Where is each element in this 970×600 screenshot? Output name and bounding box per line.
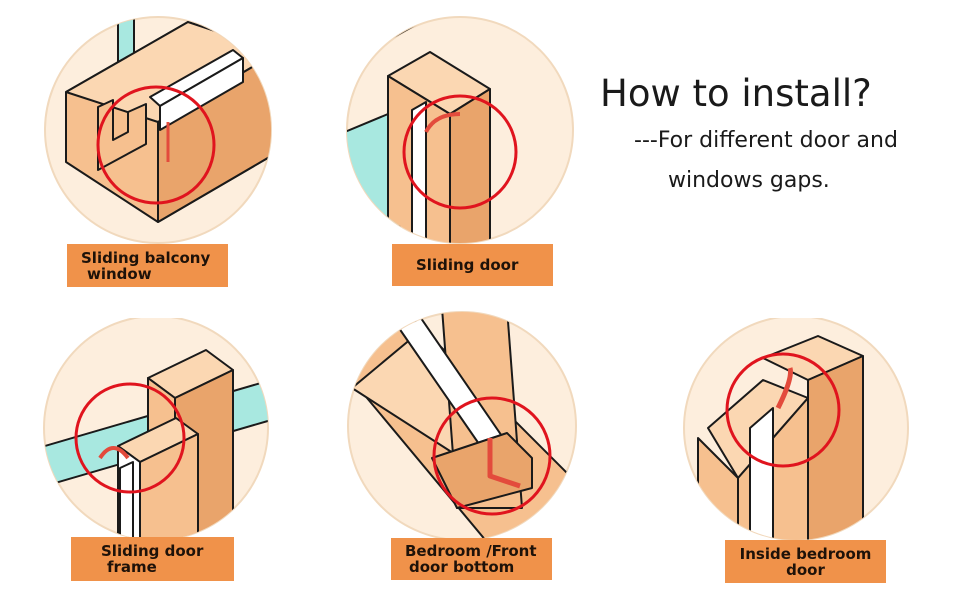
sliding-balcony-window-illustration [44, 16, 272, 244]
label-sliding-door: Sliding door [392, 244, 553, 286]
highlight-circle [432, 396, 552, 516]
label-sliding-door-frame: Sliding door frame [71, 537, 234, 581]
label-line-1: Sliding balcony [81, 248, 211, 267]
label-line-1: Sliding door [416, 256, 519, 274]
highlight-circle [725, 352, 841, 468]
label-line-1: Bedroom /Front [405, 542, 537, 560]
bedroom-front-door-bottom-illustration [347, 311, 577, 541]
panel-sliding-door-frame [38, 318, 278, 548]
subtitle-line-1: ---For different door and [634, 128, 898, 153]
highlight-circle [96, 85, 216, 205]
panel-inside-bedroom-door [678, 318, 914, 548]
subtitle-line-2: windows gaps. [668, 168, 830, 193]
label-inside-bedroom-door: Inside bedroom door [725, 540, 886, 583]
panel-bedroom-front-door-bottom [342, 308, 582, 548]
label-bedroom-front-door-bottom: Bedroom /Front door bottom [391, 538, 552, 580]
panel-sliding-door [340, 14, 580, 254]
inside-bedroom-door-illustration [683, 318, 909, 541]
label-line-2: window [87, 264, 152, 283]
label-line-2: frame [107, 558, 157, 576]
label-line-2: door [786, 560, 825, 579]
sliding-door-frame-illustration [43, 318, 269, 541]
label-line-1: Sliding door [101, 542, 204, 560]
label-line-1: Inside bedroom [739, 544, 872, 563]
sliding-door-illustration [346, 16, 574, 244]
highlight-circle [74, 382, 186, 494]
label-sliding-balcony-window: Sliding balcony window [67, 244, 228, 287]
panel-sliding-balcony-window [38, 12, 278, 252]
highlight-circle [402, 94, 518, 210]
label-line-2: door bottom [409, 558, 515, 576]
page-title: How to install? [600, 72, 872, 115]
